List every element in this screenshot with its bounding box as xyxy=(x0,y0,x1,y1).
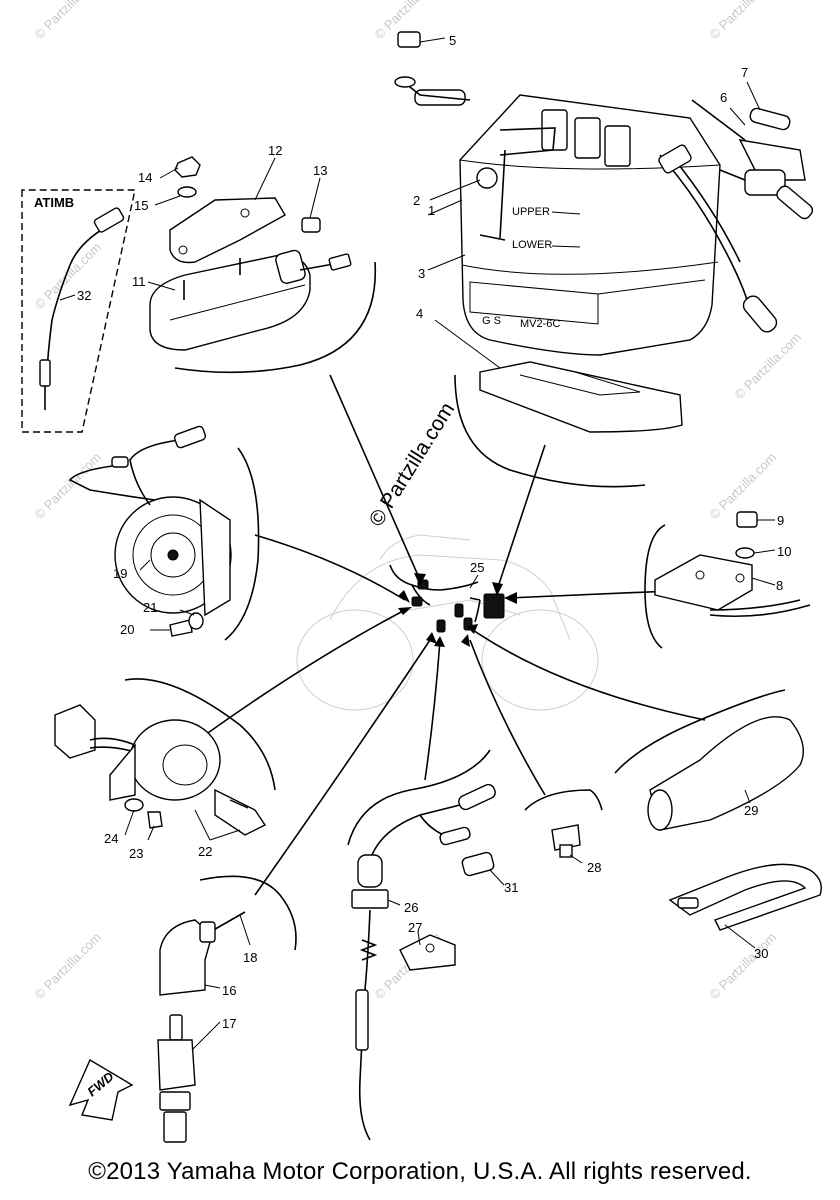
watermark-text: © Partzilla.com xyxy=(707,450,780,523)
callout-12: 12 xyxy=(268,143,282,158)
callout-15: 15 xyxy=(134,198,148,213)
callout-6: 6 xyxy=(720,90,727,105)
battery-upper-mark: UPPER xyxy=(512,206,550,218)
watermark-text: © Partzilla.com xyxy=(707,930,780,1003)
callout-16: 16 xyxy=(222,983,236,998)
callout-28: 28 xyxy=(587,860,601,875)
callout-17: 17 xyxy=(222,1016,236,1031)
fuse-holder xyxy=(691,99,814,220)
callout-14: 14 xyxy=(138,170,152,185)
callout-8: 8 xyxy=(776,578,783,593)
callout-10: 10 xyxy=(777,544,791,559)
fwd-arrow: FWD xyxy=(68,1058,134,1121)
battery-model-left: G S xyxy=(482,315,501,327)
callout-26: 26 xyxy=(404,900,418,915)
callout-numbers: 1 2 3 4 5 6 7 8 9 10 11 12 13 14 15 16 1… xyxy=(77,33,791,1031)
callout-18: 18 xyxy=(243,950,257,965)
leader-lines xyxy=(204,374,741,896)
clamp xyxy=(668,863,822,931)
watermark-text: © Partzilla.com xyxy=(732,330,805,403)
main-switch xyxy=(54,704,267,836)
callout-13: 13 xyxy=(313,163,327,178)
callout-3: 3 xyxy=(418,266,425,281)
callout-27: 27 xyxy=(408,920,422,935)
callout-32: 32 xyxy=(77,288,91,303)
watermark-text: © Partzilla.com xyxy=(32,240,105,313)
callout-1: 1 xyxy=(428,203,435,218)
battery-assembly: UPPER LOWER G S MV2-6C xyxy=(394,31,778,433)
callout-29: 29 xyxy=(744,803,758,818)
sender-unit xyxy=(551,824,581,858)
callout-25: 25 xyxy=(470,560,484,575)
atimb-box: ATIMB xyxy=(21,189,136,433)
watermark-text: © Partzilla.com xyxy=(707,0,780,42)
callout-5: 5 xyxy=(449,33,456,48)
horn-assembly xyxy=(68,425,232,637)
callout-24: 24 xyxy=(104,831,118,846)
watermark-text: © Partzilla.com xyxy=(32,0,105,42)
callout-leaders xyxy=(59,37,776,1051)
spark-plug-assembly xyxy=(157,911,246,1143)
callout-21: 21 xyxy=(143,600,157,615)
atimb-label: ATIMB xyxy=(34,195,74,210)
callout-9: 9 xyxy=(777,513,784,528)
neutral-switch xyxy=(351,783,496,1141)
battery-lower-mark: LOWER xyxy=(512,239,552,251)
callout-2: 2 xyxy=(413,193,420,208)
callout-7: 7 xyxy=(741,65,748,80)
callout-22: 22 xyxy=(198,844,212,859)
harness-cluster xyxy=(389,564,505,633)
motorcycle-outline xyxy=(296,534,599,711)
group-brackets xyxy=(124,261,786,951)
watermark-text: © Partzilla.com xyxy=(32,450,105,523)
callout-4: 4 xyxy=(416,306,423,321)
rectifier xyxy=(654,511,811,618)
callout-20: 20 xyxy=(120,622,134,637)
callout-30: 30 xyxy=(754,946,768,961)
copyright-notice: ©2013 Yamaha Motor Corporation, U.S.A. A… xyxy=(88,1158,752,1185)
callout-31: 31 xyxy=(504,880,518,895)
battery-model-right: MV2-6C xyxy=(520,318,560,330)
callout-11: 11 xyxy=(132,274,146,289)
relay-assembly xyxy=(149,156,352,351)
callout-19: 19 xyxy=(113,566,127,581)
callout-23: 23 xyxy=(129,846,143,861)
center-watermark: © Partzilla.com xyxy=(365,398,459,530)
watermark-text: © Partzilla.com xyxy=(32,930,105,1003)
